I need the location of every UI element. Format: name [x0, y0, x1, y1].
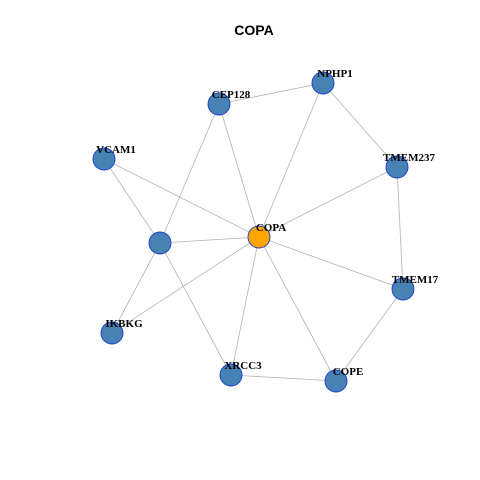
node-label-xrcc3: XRCC3 — [224, 360, 262, 372]
edge-unlabeled-xrcc3 — [159, 242, 232, 376]
edge-tmem237-tmem17 — [396, 166, 404, 290]
edge-copa-unlabeled — [159, 236, 260, 244]
node-label-cope: COPE — [333, 366, 364, 378]
edge-nphp1-tmem237 — [322, 82, 398, 168]
edge-cope-xrcc3 — [230, 374, 337, 382]
node-cope[interactable] — [324, 369, 348, 393]
node-nphp1[interactable] — [311, 71, 335, 95]
node-copa[interactable] — [247, 225, 271, 249]
edge-unlabeled-ikbkg — [111, 242, 161, 334]
node-xrcc3[interactable] — [219, 363, 243, 387]
node-unlabeled[interactable] — [148, 231, 172, 255]
edge-copa-cope — [258, 236, 337, 382]
edge-tmem17-cope — [335, 288, 404, 382]
node-label-tmem17: TMEM17 — [392, 274, 439, 286]
edge-copa-tmem237 — [258, 166, 398, 238]
node-vcam1[interactable] — [92, 147, 116, 171]
edge-unlabeled-vcam1 — [103, 158, 161, 244]
edge-cep128-nphp1 — [218, 82, 324, 105]
node-cep128[interactable] — [207, 92, 231, 116]
edge-copa-xrcc3 — [230, 236, 260, 376]
node-label-cep128: CEP128 — [212, 89, 251, 101]
node-label-copa: COPA — [256, 222, 286, 234]
diagram-title: COPA — [234, 22, 273, 38]
node-tmem17[interactable] — [391, 277, 415, 301]
edge-copa-nphp1 — [258, 82, 324, 238]
node-tmem237[interactable] — [385, 155, 409, 179]
node-label-vcam1: VCAM1 — [96, 144, 136, 156]
node-ikbkg[interactable] — [100, 321, 124, 345]
edge-copa-ikbkg — [111, 236, 260, 334]
node-label-ikbkg: IKBKG — [105, 318, 143, 330]
edge-unlabeled-cep128 — [159, 103, 220, 244]
node-label-nphp1: NPHP1 — [317, 68, 352, 80]
edge-copa-vcam1 — [103, 158, 260, 238]
node-layer — [92, 71, 415, 393]
edge-copa-tmem17 — [258, 236, 404, 290]
edge-copa-cep128 — [218, 103, 260, 238]
node-label-tmem237: TMEM237 — [383, 152, 435, 164]
edge-layer — [103, 82, 404, 382]
